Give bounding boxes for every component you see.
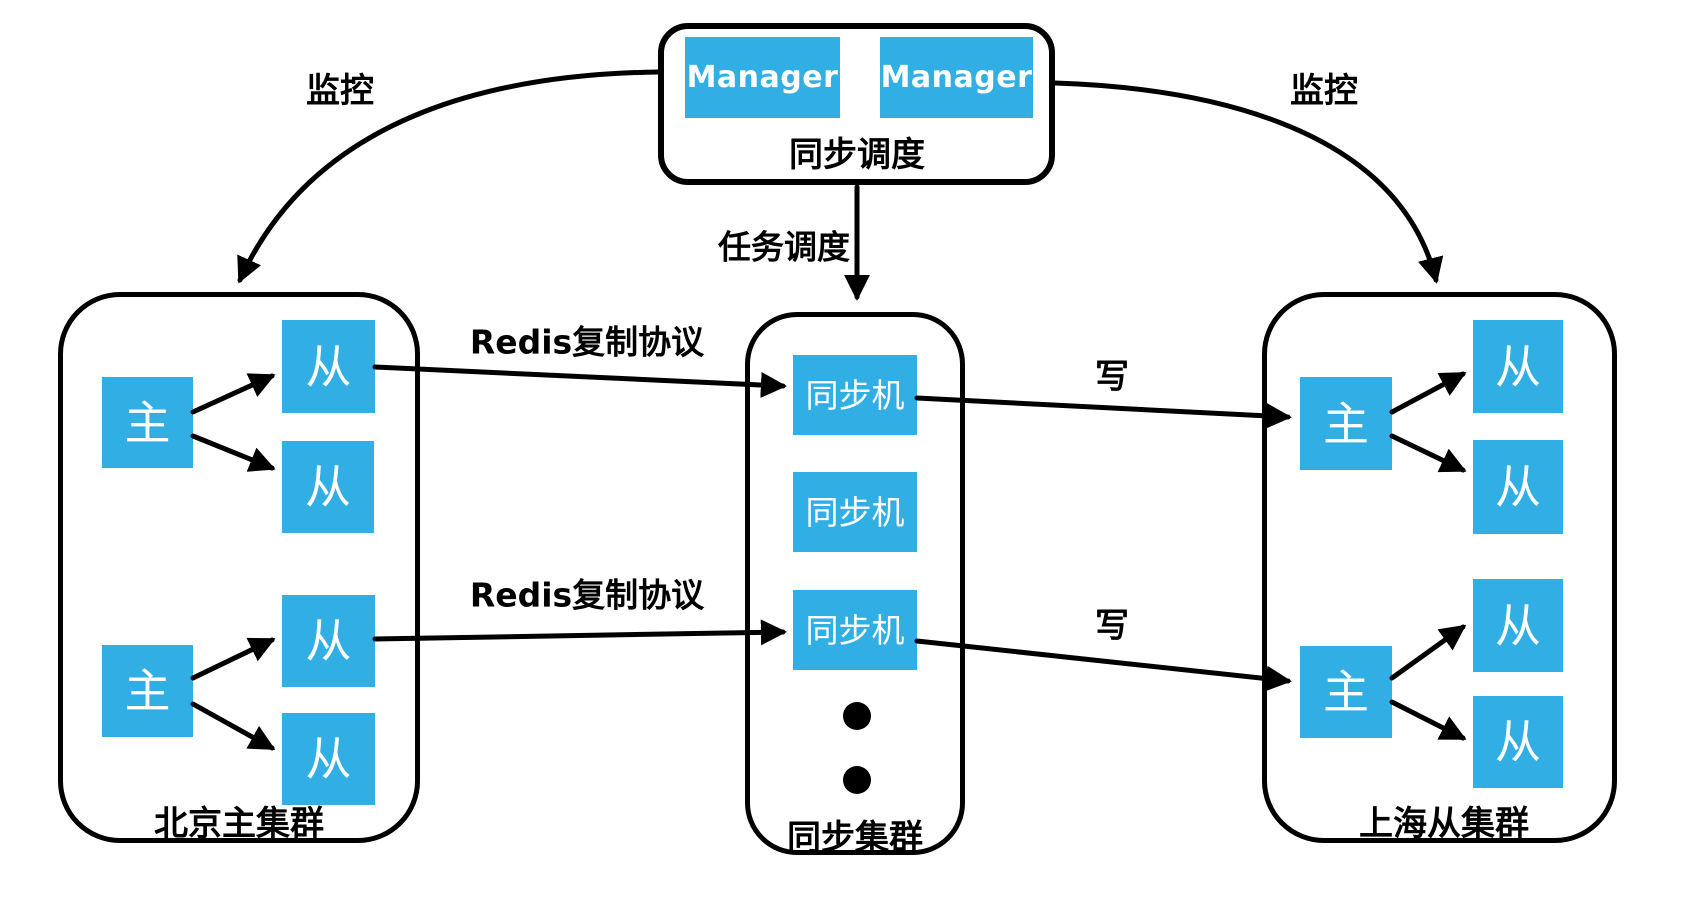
edge-label-monitor-right: 监控 [1290, 71, 1358, 111]
shanghai-cluster-container [1262, 292, 1617, 843]
beijing-master-1: 主 [102, 377, 193, 468]
beijing-master-2: 主 [102, 645, 193, 737]
scheduler-label: 同步调度 [789, 135, 925, 175]
edge-label-write-top: 写 [1095, 357, 1129, 397]
shanghai-cluster-label: 上海从集群 [1359, 804, 1529, 844]
beijing-slave-1a: 从 [282, 320, 375, 413]
shanghai-slave-1b: 从 [1473, 440, 1563, 534]
beijing-slave-2b: 从 [282, 713, 375, 805]
arrow-write-top [914, 395, 1292, 429]
sync-machine-3: 同步机 [793, 590, 917, 670]
shanghai-master-2: 主 [1300, 646, 1392, 738]
manager-node-1: Manager [685, 37, 840, 118]
manager-node-2: Manager [880, 37, 1033, 118]
shanghai-slave-2a: 从 [1473, 579, 1563, 672]
arrow-monitor-left [237, 69, 661, 284]
beijing-slave-2a: 从 [282, 595, 375, 687]
edge-label-redis-protocol-bottom: Redis复制协议 [469, 575, 705, 615]
sync-machine-1: 同步机 [793, 355, 917, 435]
shanghai-master-1: 主 [1300, 377, 1392, 470]
ellipsis-dot-2 [843, 766, 871, 794]
sync-machine-2: 同步机 [793, 472, 917, 552]
edge-label-write-bottom: 写 [1095, 606, 1129, 646]
arrow-monitor-right [1052, 80, 1444, 284]
sync-cluster-label: 同步集群 [787, 818, 923, 858]
shanghai-slave-2b: 从 [1473, 696, 1563, 788]
ellipsis-dot-1 [843, 702, 871, 730]
arrow-write-bottom [914, 638, 1292, 692]
shanghai-slave-1a: 从 [1473, 320, 1563, 413]
arrow-redis-protocol-bottom [372, 619, 787, 646]
edge-label-redis-protocol-top: Redis复制协议 [469, 322, 705, 362]
edge-label-task-scheduling: 任务调度 [718, 227, 850, 267]
arrow-redis-protocol-top [372, 364, 787, 398]
beijing-cluster-label: 北京主集群 [154, 804, 324, 844]
beijing-slave-1b: 从 [282, 441, 374, 533]
edge-label-monitor-left: 监控 [306, 71, 374, 111]
